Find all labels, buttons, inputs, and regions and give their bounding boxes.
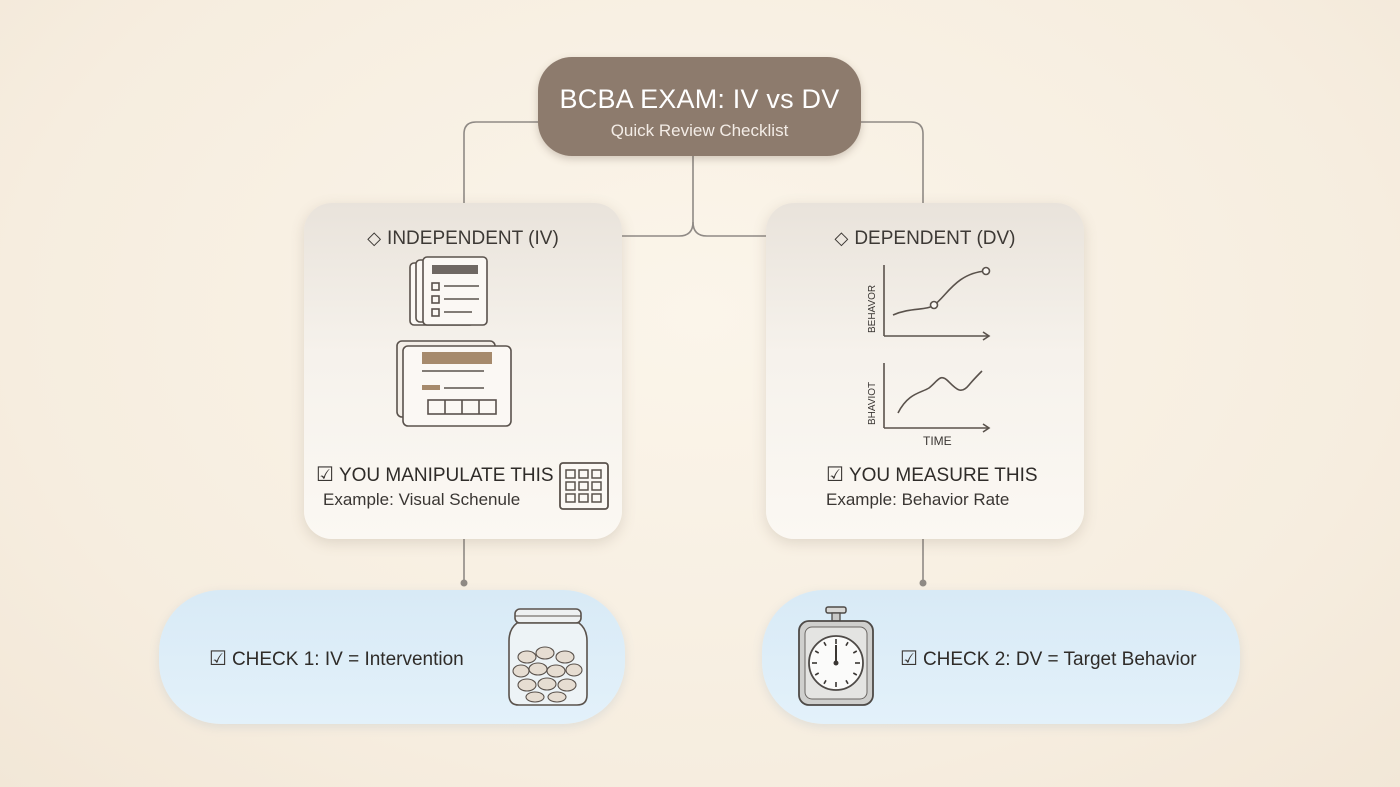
dependent-heading: ◇DEPENDENT (DV) bbox=[834, 228, 1016, 249]
page-subtitle: Quick Review Checklist bbox=[610, 121, 789, 140]
schedule-board-icon bbox=[396, 340, 512, 427]
page-title: BCBA EXAM: IV vs DV bbox=[559, 84, 840, 114]
independent-illustration bbox=[396, 256, 512, 427]
measure-check: ☑YOU MEASURE THIS bbox=[826, 464, 1038, 486]
check-2-label: ☑CHECK 2: DV = Target Behavior bbox=[900, 648, 1197, 670]
graph-top-ylabel: BEHAVOR bbox=[867, 285, 878, 333]
document-stack-icon bbox=[409, 256, 488, 326]
independent-card: ◇INDEPENDENT (IV) ☑YOU M bbox=[304, 203, 622, 539]
graph-bottom-ylabel: BHAVIOT bbox=[867, 382, 878, 425]
token-jar-icon bbox=[508, 608, 588, 706]
checkbox-checked-icon: ☑ bbox=[900, 648, 918, 670]
check-1-label: ☑CHECK 1: IV = Intervention bbox=[209, 648, 464, 670]
line-graph-icon bbox=[883, 363, 991, 433]
checkbox-checked-icon: ☑ bbox=[209, 648, 227, 670]
manipulate-check: ☑YOU MANIPULATE THIS bbox=[316, 464, 554, 486]
check-2-pill: ☑CHECK 2: DV = Target Behavior bbox=[762, 590, 1240, 724]
dependent-illustration: BEHAVOR BHAVIOT TIME bbox=[867, 265, 991, 448]
check-1-pill: ☑CHECK 1: IV = Intervention bbox=[159, 590, 625, 724]
diamond-icon: ◇ bbox=[367, 228, 382, 248]
stopwatch-icon bbox=[798, 606, 874, 706]
grid-calendar-icon bbox=[559, 462, 609, 510]
diamond-icon: ◇ bbox=[834, 228, 849, 248]
dependent-card: ◇DEPENDENT (DV) BEHAVOR BHAVIOT TIME ☑YO… bbox=[766, 203, 1084, 539]
checkbox-checked-icon: ☑ bbox=[826, 464, 844, 486]
line-graph-icon bbox=[883, 265, 991, 341]
dependent-example: Example: Behavior Rate bbox=[826, 490, 1010, 509]
title-pill: BCBA EXAM: IV vs DV Quick Review Checkli… bbox=[538, 57, 861, 156]
checkbox-checked-icon: ☑ bbox=[316, 464, 334, 486]
graph-xlabel: TIME bbox=[923, 434, 952, 448]
independent-example: Example: Visual Schenule bbox=[323, 490, 521, 509]
independent-heading: ◇INDEPENDENT (IV) bbox=[367, 228, 559, 249]
